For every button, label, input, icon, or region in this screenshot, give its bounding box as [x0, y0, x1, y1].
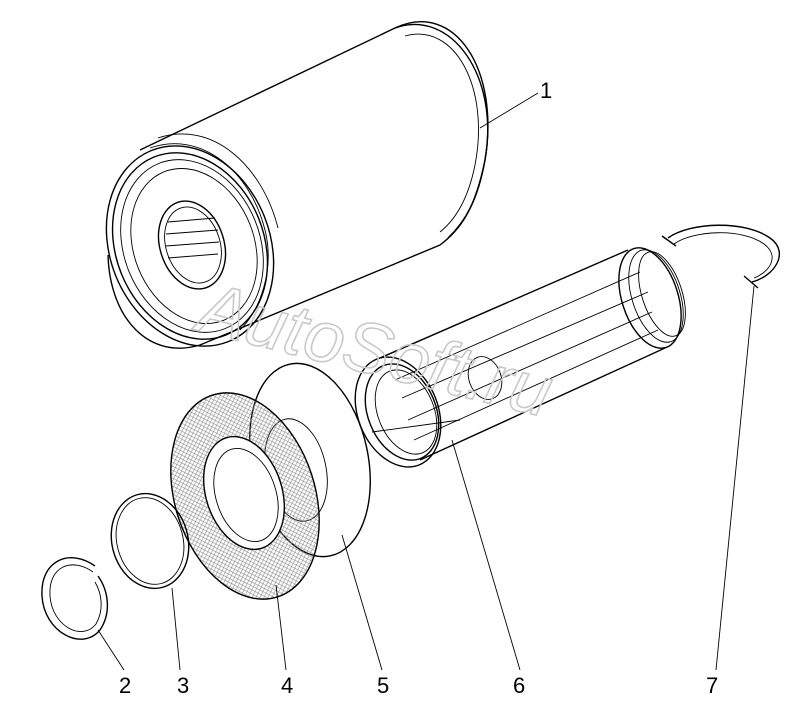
part-2-snap-ring	[41, 557, 108, 640]
callout-3: 3	[177, 673, 189, 698]
leader-lines	[97, 92, 755, 671]
callout-4: 4	[281, 673, 293, 698]
leader-2	[97, 629, 125, 671]
part-7-retaining-ring	[661, 224, 781, 289]
part-3-ring	[110, 492, 190, 590]
part-4-seal-disc	[170, 392, 320, 600]
leader-4	[275, 584, 287, 671]
callout-5: 5	[377, 673, 389, 698]
callout-1: 1	[540, 78, 552, 103]
leader-1	[479, 92, 539, 129]
callouts: 1 2 3 4 5 6 7	[119, 78, 718, 698]
part-1-filter-housing	[105, 21, 489, 349]
leader-3	[171, 587, 181, 671]
callout-6: 6	[513, 673, 525, 698]
callout-7: 7	[706, 673, 718, 698]
leader-6	[451, 439, 521, 671]
leader-5	[341, 534, 383, 671]
part-6-core-tube	[354, 247, 686, 468]
callout-2: 2	[119, 673, 131, 698]
leader-7	[715, 285, 755, 671]
